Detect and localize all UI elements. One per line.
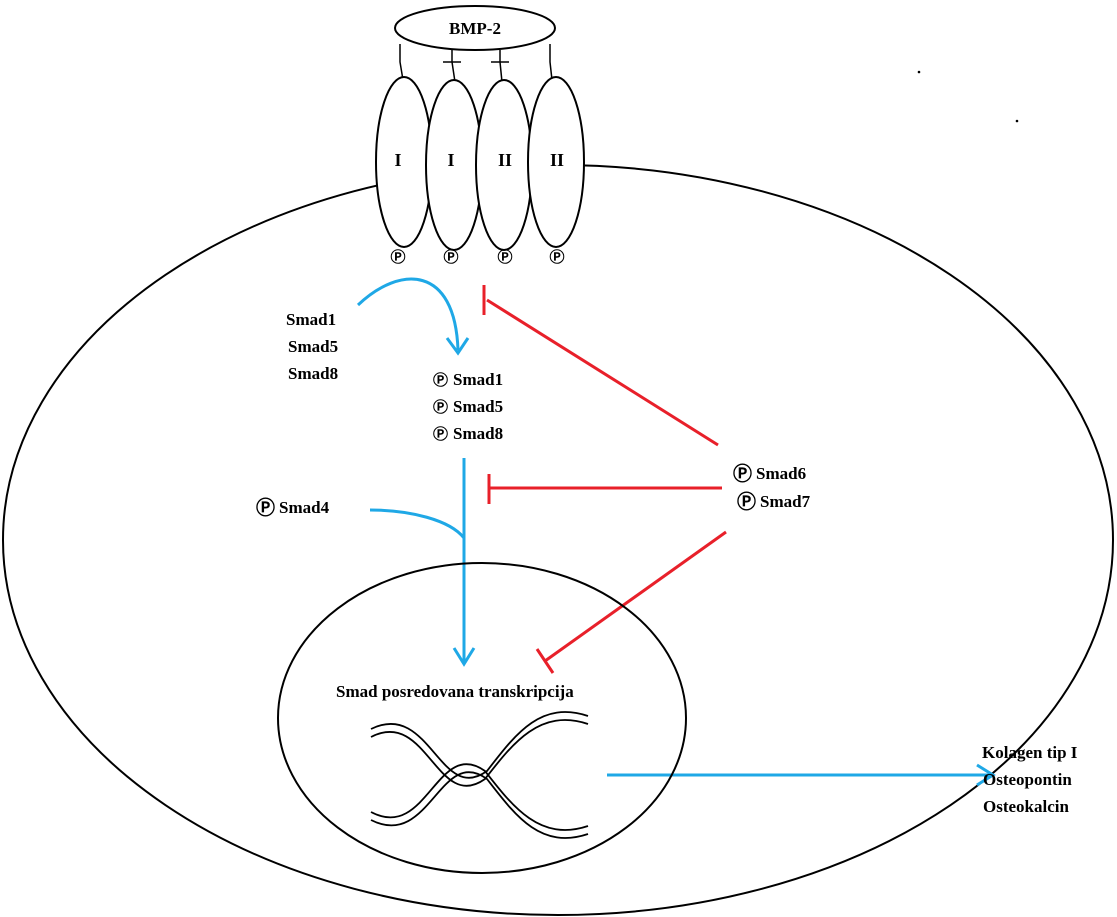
ligand-connectors — [399, 44, 553, 83]
phospho-r-smad-list: Ⓟ Smad1 Ⓟ Smad5 Ⓟ Smad8 — [433, 370, 503, 443]
receptor-label: I — [394, 150, 401, 170]
target-gene-label: Osteopontin — [983, 770, 1072, 789]
inhibit-receptor-line — [486, 298, 719, 447]
target-gene-label: Osteokalcin — [983, 797, 1069, 816]
cell-membrane — [2, 164, 1114, 916]
smad6-label: Smad6 — [756, 464, 806, 483]
stray-dot — [917, 70, 921, 74]
phospho-icon: Ⓟ — [549, 248, 564, 266]
phospho-icon: Ⓟ — [433, 425, 448, 443]
phospho-icon: Ⓟ — [390, 248, 405, 266]
inhibition-lines — [482, 285, 727, 674]
receptor-type-1-a — [375, 76, 433, 248]
phosphorylation-arrow — [356, 277, 460, 351]
bmp2-label: BMP-2 — [449, 19, 501, 38]
phospho-icon: Ⓟ — [256, 496, 275, 519]
phosphorylation-arrow-head — [445, 337, 470, 356]
nucleus-label: Smad posredovana transkripcija — [336, 682, 574, 701]
smad7-label: Smad7 — [760, 492, 811, 511]
phospho-icon: Ⓟ — [497, 248, 512, 266]
bmp2-ligand — [394, 5, 556, 51]
phospho-icon: Ⓟ — [433, 371, 448, 389]
smad-label: Smad1 — [453, 370, 503, 389]
receptor-label: II — [550, 150, 564, 170]
phospho-icon: Ⓟ — [433, 398, 448, 416]
stray-dot — [1015, 119, 1019, 123]
nucleus — [277, 562, 687, 874]
phospho-icon: Ⓟ — [733, 462, 752, 485]
smad-label: Smad1 — [286, 310, 336, 329]
rsmad-to-nucleus-arrow-head — [452, 647, 476, 667]
inhibit-transcription-line — [544, 530, 727, 663]
smad-label: Smad8 — [288, 364, 338, 383]
r-smad-list: Smad1 Smad5 Smad8 — [286, 310, 338, 383]
smad-label: Smad5 — [453, 397, 503, 416]
gene-expression-arrow-head — [976, 763, 996, 787]
phospho-icon: Ⓟ — [443, 248, 458, 266]
phospho-icon: Ⓟ — [737, 490, 756, 513]
receptor-complex: I I II II Ⓟ Ⓟ Ⓟ Ⓟ — [375, 76, 585, 266]
smad4-join-arrow — [369, 508, 466, 539]
smad-label: Smad8 — [453, 424, 503, 443]
smad-label: Smad5 — [288, 337, 338, 356]
receptor-type-2-b — [527, 76, 585, 248]
smad4-label: Smad4 — [279, 498, 330, 517]
activation-arrows — [356, 277, 996, 787]
dna-helix-icon — [370, 711, 589, 839]
target-gene-list: Kolagen tip I Osteopontin Osteokalcin — [982, 743, 1078, 816]
target-gene-label: Kolagen tip I — [982, 743, 1078, 762]
receptor-label: II — [498, 150, 512, 170]
inhibit-transcription-bar — [535, 648, 555, 674]
receptor-label: I — [447, 150, 454, 170]
